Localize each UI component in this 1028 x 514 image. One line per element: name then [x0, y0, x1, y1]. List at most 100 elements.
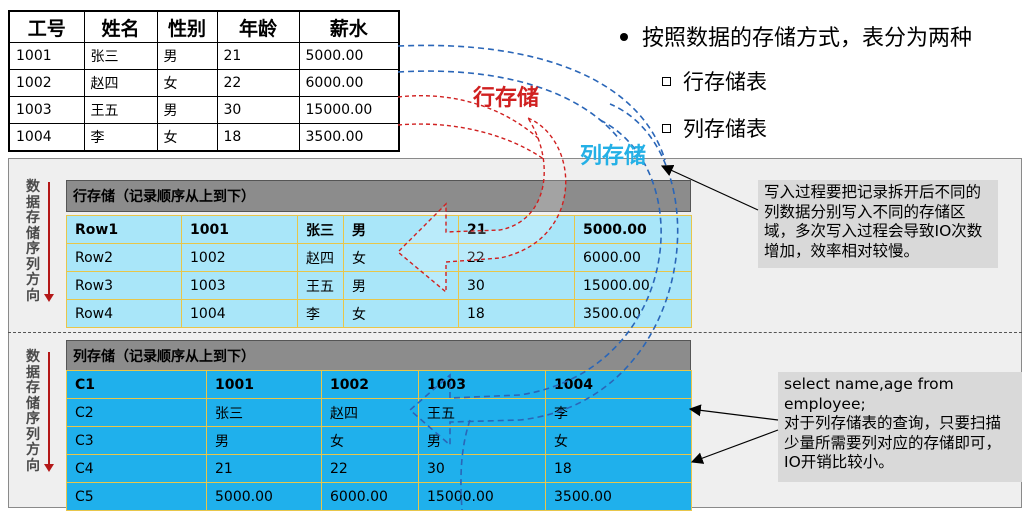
cell: 女 — [321, 426, 419, 455]
cell: 30 — [458, 271, 575, 300]
cell: Row3 — [66, 271, 182, 300]
arrow-down-icon — [44, 294, 54, 302]
cell: 21 — [216, 42, 300, 70]
bullet-sub-text: 行存储表 — [683, 70, 767, 94]
bullet-sub-text: 列存储表 — [683, 117, 767, 141]
cell: 22 — [458, 243, 575, 272]
cell: 3500.00 — [574, 299, 692, 328]
cell: Row4 — [66, 299, 182, 328]
table-row: C1 1001 1002 1003 1004 — [66, 370, 692, 399]
cell: 1001 — [8, 42, 85, 70]
cell: 女 — [343, 243, 459, 272]
cell: C1 — [66, 370, 207, 399]
table-row: C4 21 22 30 18 — [66, 454, 692, 483]
cell: 1003 — [418, 370, 546, 399]
cell: C3 — [66, 426, 207, 455]
cell: 1001 — [206, 370, 322, 399]
row-store-table: Row1 1001 张三 男 21 5000.00 Row2 1002 赵四 女… — [66, 215, 692, 328]
cell: 女 — [156, 69, 218, 97]
cell: 王五 — [83, 96, 158, 124]
cell: 李 — [545, 398, 692, 427]
cell: 女 — [545, 426, 692, 455]
direction-arrow-shaft — [48, 182, 50, 294]
cell: C2 — [66, 398, 207, 427]
table-row: Row3 1003 王五 男 30 15000.00 — [66, 271, 692, 300]
cell: 18 — [216, 123, 300, 152]
cell: 1004 — [545, 370, 692, 399]
cell: 22 — [321, 454, 419, 483]
cell: 5000.00 — [574, 215, 692, 244]
row-store-arrow — [397, 123, 546, 161]
cell: 1003 — [8, 96, 85, 124]
cell: 女 — [156, 123, 218, 152]
cell: 男 — [206, 426, 322, 455]
bullet-sub-col-store: 列存储表 — [662, 113, 767, 143]
cell: 3500.00 — [298, 123, 400, 152]
cell: 6000.00 — [321, 482, 419, 511]
cell: C4 — [66, 454, 207, 483]
col-note-text: 对于列存储表的查询，只要扫描少量所需要列对应的存储即可，IO开销比较小。 — [784, 414, 1002, 471]
cell: 15000.00 — [418, 482, 546, 511]
cell: 王五 — [418, 398, 546, 427]
cell: 5000.00 — [298, 42, 400, 70]
source-table: 工号 姓名 性别 年龄 薪水 1001 张三 男 21 5000.00 1002… — [8, 10, 400, 152]
col-section-title: 列存储（记录顺序从上到下） — [66, 340, 691, 372]
arrow-down-icon — [44, 464, 54, 472]
table-row: 1001 张三 男 21 5000.00 — [8, 42, 400, 70]
section-divider — [8, 332, 1022, 333]
cell: 3500.00 — [545, 482, 692, 511]
vertical-direction-label: 数据存储序列方向 — [26, 349, 40, 474]
cell: 1002 — [8, 69, 85, 97]
source-table-header: 工号 姓名 性别 年龄 薪水 — [8, 10, 400, 43]
bullet-sub-row-store: 行存储表 — [662, 66, 767, 96]
cell: 1004 — [8, 123, 85, 152]
cell: 赵四 — [321, 398, 419, 427]
cell: 18 — [458, 299, 575, 328]
cell: 15000.00 — [574, 271, 692, 300]
col-store-table: C1 1001 1002 1003 1004 C2 张三 赵四 王五 李 C3 … — [66, 370, 692, 511]
vertical-direction-label: 数据存储序列方向 — [26, 179, 40, 304]
cell: 18 — [545, 454, 692, 483]
cell: 男 — [156, 96, 218, 124]
table-row: C3 男 女 男 女 — [66, 426, 692, 455]
cell: 张三 — [297, 215, 344, 244]
table-row: C5 5000.00 6000.00 15000.00 3500.00 — [66, 482, 692, 511]
direction-arrow-shaft — [48, 352, 50, 464]
table-row: 1003 王五 男 30 15000.00 — [8, 96, 400, 124]
cell: 赵四 — [83, 69, 158, 97]
header-cell: 工号 — [8, 10, 85, 43]
cell: Row1 — [66, 215, 182, 244]
cell: 女 — [343, 299, 459, 328]
row-store-note: 写入过程要把记录拆开后不同的列数据分别写入不同的存储区域，多次写入过程会导致IO… — [758, 180, 998, 268]
table-row: C2 张三 赵四 王五 李 — [66, 398, 692, 427]
cell: 1002 — [321, 370, 419, 399]
square-bullet-icon — [662, 76, 671, 86]
cell: 男 — [343, 215, 459, 244]
cell: 6000.00 — [574, 243, 692, 272]
cell: 王五 — [297, 271, 344, 300]
cell: 21 — [458, 215, 575, 244]
cell: 男 — [418, 426, 546, 455]
cell: 张三 — [83, 42, 158, 70]
row-section-title: 行存储（记录顺序从上到下） — [66, 180, 691, 212]
header-cell: 姓名 — [83, 10, 158, 43]
cell: 15000.00 — [298, 96, 400, 124]
square-bullet-icon — [662, 123, 671, 133]
col-store-label: 列存储 — [580, 144, 647, 169]
cell: 李 — [297, 299, 344, 328]
cell: 30 — [216, 96, 300, 124]
cell: 李 — [83, 123, 158, 152]
row-store-label: 行存储 — [473, 86, 540, 111]
bullet-main: 按照数据的存储方式，表分为两种 — [620, 20, 972, 52]
header-cell: 性别 — [156, 10, 218, 43]
cell: 张三 — [206, 398, 322, 427]
table-row: 1002 赵四 女 22 6000.00 — [8, 69, 400, 97]
header-cell: 薪水 — [298, 10, 400, 43]
cell: 赵四 — [297, 243, 344, 272]
cell: 5000.00 — [206, 482, 322, 511]
table-row: Row4 1004 李 女 18 3500.00 — [66, 299, 692, 328]
cell: 21 — [206, 454, 322, 483]
cell: 22 — [216, 69, 300, 97]
cell: 男 — [156, 42, 218, 70]
table-row: Row2 1002 赵四 女 22 6000.00 — [66, 243, 692, 272]
